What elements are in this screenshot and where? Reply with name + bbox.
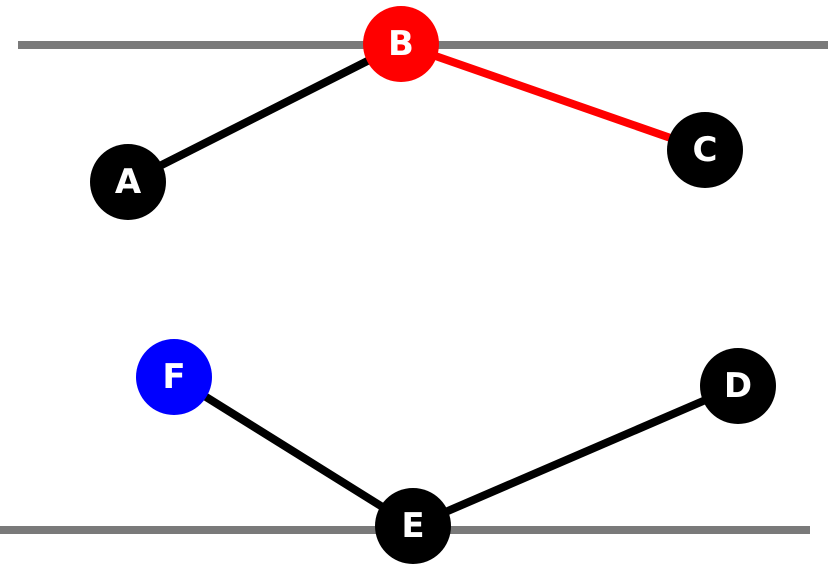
node-d: D [700, 348, 776, 424]
edge-b-c [399, 40, 707, 154]
edge-e-d [411, 382, 740, 530]
node-a: A [90, 144, 166, 220]
node-f: F [136, 339, 212, 415]
node-c: C [667, 112, 743, 188]
node-b-label: B [388, 24, 414, 64]
node-a-label: A [115, 162, 142, 202]
node-c-label: C [693, 130, 718, 170]
node-f-label: F [162, 357, 185, 397]
node-e-label: E [401, 506, 424, 546]
node-b: B [363, 6, 439, 82]
edge-f-e [171, 373, 416, 530]
node-d-label: D [724, 366, 752, 406]
node-e: E [375, 488, 451, 564]
edge-a-b [126, 40, 403, 186]
